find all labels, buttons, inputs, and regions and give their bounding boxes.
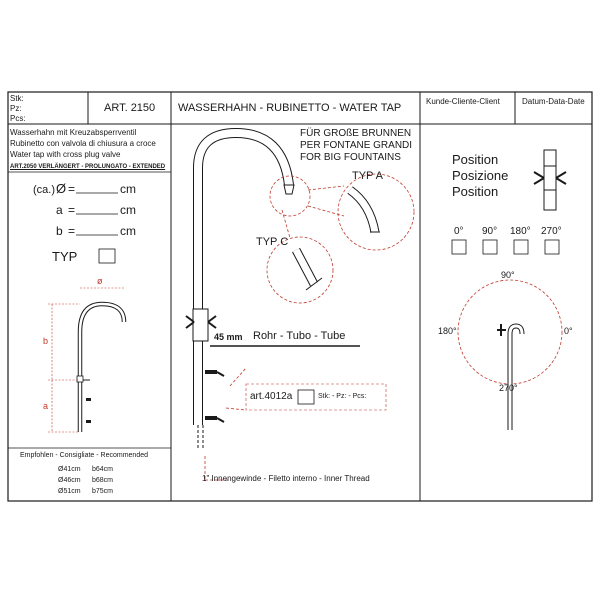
- angle-270-label: 270°: [541, 226, 562, 237]
- small-b-label: b: [43, 336, 49, 346]
- fountains-de: FÜR GROßE BRUNNEN: [300, 128, 412, 139]
- typ-checkbox: [98, 248, 116, 264]
- main-tap-drawing: [185, 127, 295, 448]
- tube-mm: 45 mm: [214, 332, 243, 342]
- pcs-label: Pcs:: [10, 114, 26, 123]
- b-eq: =: [68, 224, 76, 238]
- ca-label: (ca.): [33, 184, 55, 196]
- recommended-title: Empfohlen - Consigliate - Recommended: [20, 452, 149, 459]
- circle-90-label: 90°: [501, 270, 515, 280]
- rec-row-1-b: b64cm: [92, 466, 114, 473]
- rec-row-2-b: b68cm: [92, 477, 114, 484]
- page-title: WASSERHAHN - RUBINETTO - WATER TAP: [178, 102, 402, 114]
- art-qty: Stk: - Pz: - Pcs:: [318, 393, 367, 400]
- position-circle-tap: [497, 323, 525, 430]
- diameter-unit: cm: [120, 182, 136, 196]
- art-box: [245, 383, 387, 411]
- position-de: Position: [452, 152, 499, 167]
- pz-label: Pz:: [10, 104, 22, 113]
- small-diameter-label: ø: [97, 276, 103, 286]
- stk-label: Stk:: [10, 94, 24, 103]
- circle-0-label: 0°: [564, 326, 573, 336]
- diameter-symbol: Ø: [56, 181, 67, 196]
- typ-c-detail: [292, 247, 323, 291]
- outer-frame: [7, 91, 593, 502]
- angle-90-label: 90°: [482, 226, 498, 237]
- art-code: art.4012a: [250, 391, 293, 402]
- rec-row-3-b: b75cm: [92, 488, 114, 495]
- small-a-label: a: [43, 401, 49, 411]
- b-unit: cm: [120, 224, 136, 238]
- desc-it: Rubinetto con valvola di chiusura a croc…: [10, 139, 156, 148]
- typ-a-label: TYP A: [352, 170, 383, 182]
- circle-180-label: 180°: [438, 326, 457, 336]
- a-eq: =: [68, 203, 76, 217]
- angle-0-label: 0°: [454, 226, 464, 237]
- diameter-eq: =: [68, 182, 76, 196]
- position-tap-icon: [533, 149, 567, 211]
- position-it: Posizione: [452, 168, 509, 183]
- position-checkboxes: [451, 239, 560, 255]
- detail-callouts: [204, 173, 415, 481]
- rec-row-1-d: Ø41cm: [58, 466, 81, 473]
- desc-extended: ART.2050 VERLÄNGERT - PROLUNGATO - EXTEN…: [10, 164, 166, 170]
- rec-row-3-d: Ø51cm: [58, 488, 81, 495]
- typ-c-label: TYP C: [256, 236, 289, 248]
- fountains-en: FOR BIG FOUNTAINS: [300, 152, 401, 163]
- article-number: ART. 2150: [104, 102, 156, 114]
- desc-en: Water tap with cross plug valve: [10, 150, 121, 159]
- rec-row-2-d: Ø46cm: [58, 477, 81, 484]
- b-symbol: b: [56, 224, 63, 238]
- position-en: Position: [452, 184, 499, 199]
- fountains-it: PER FONTANE GRANDI: [300, 140, 413, 151]
- angle-180-label: 180°: [510, 226, 531, 237]
- thread-label: 1" Innengewinde - Filetto interno - Inne…: [202, 474, 370, 483]
- a-symbol: a: [56, 203, 63, 217]
- circle-270-label: 270°: [499, 383, 518, 393]
- a-unit: cm: [120, 203, 136, 217]
- small-tap-drawing: [76, 301, 127, 432]
- typ-a-detail: [347, 186, 380, 233]
- tube-label: Rohr - Tubo - Tube: [253, 330, 346, 342]
- date-label: Datum-Data-Date: [522, 97, 585, 106]
- client-label: Kunde-Cliente-Client: [426, 97, 500, 106]
- small-dimensions: [48, 287, 124, 433]
- desc-de: Wasserhahn mit Kreuzabsperrventil: [10, 128, 137, 137]
- typ-label: TYP: [52, 249, 78, 264]
- art-checkbox: [297, 389, 315, 405]
